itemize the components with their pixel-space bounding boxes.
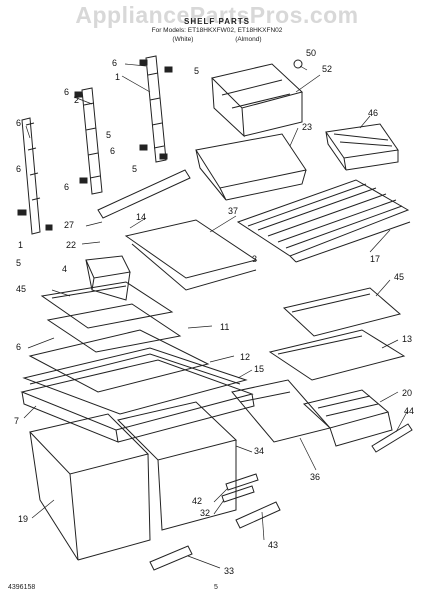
callout-6f: 6 xyxy=(64,182,69,192)
watermark: AppliancePartsPros.com xyxy=(75,2,359,28)
page-number: 5 xyxy=(214,584,218,591)
callout-6e: 6 xyxy=(16,164,21,174)
callout-6a: 6 xyxy=(112,58,117,68)
shelf-frame-right-45 xyxy=(282,287,402,337)
callout-42: 43 xyxy=(268,540,278,550)
glass-shelf-11 xyxy=(28,329,210,393)
doc-number: 4396158 xyxy=(8,584,36,591)
callout-5b: 5 xyxy=(106,130,111,140)
shelf-trim-bar xyxy=(97,169,191,219)
callout-43: 33 xyxy=(224,566,234,576)
diagram-title: SHELF PARTS xyxy=(184,17,250,26)
callout-46: 46 xyxy=(368,108,378,118)
callout-34: 34 xyxy=(254,446,264,456)
wire-shelf xyxy=(236,179,411,263)
callout-45b: 45 xyxy=(394,272,404,282)
utility-bin xyxy=(85,255,131,301)
callout-9: 7 xyxy=(14,416,19,426)
callout-20: 20 xyxy=(402,388,412,398)
callout-7: 6 xyxy=(16,342,21,352)
callout-52: 52 xyxy=(322,64,332,74)
callout-50: 50 xyxy=(306,48,316,58)
callout-4: 4 xyxy=(62,264,67,274)
shelf-frame-13 xyxy=(22,347,248,415)
callout-19: 19 xyxy=(18,514,28,524)
callout-36: 42 xyxy=(192,496,202,506)
left-rail-strip xyxy=(21,117,41,235)
callout-44: 44 xyxy=(404,406,414,416)
ice-tray xyxy=(325,123,399,171)
screw xyxy=(293,59,303,69)
callout-14: 14 xyxy=(136,212,146,222)
callout-27: 27 xyxy=(64,220,74,230)
glass-insert-7 xyxy=(46,303,182,353)
callout-17: 17 xyxy=(370,254,380,264)
trim-strip-43 xyxy=(149,545,193,571)
callout-6b: 6 xyxy=(64,87,69,97)
trim-strip-32 xyxy=(221,485,255,503)
dairy-door-cover xyxy=(211,63,304,138)
callout-11: 11 xyxy=(220,322,229,332)
model-numbers: For Models: ET18HKXFW02, ET18HKXFN02 xyxy=(151,27,283,34)
deli-bin xyxy=(195,133,307,201)
meat-drawer-20 xyxy=(302,389,393,447)
finish-white: (White) xyxy=(172,36,194,43)
finish-almond: (Almond) xyxy=(235,36,262,43)
callout-6c: 6 xyxy=(110,146,115,156)
callout-37: 37 xyxy=(228,206,238,216)
callout-23: 23 xyxy=(302,122,312,132)
cover-tray-15 xyxy=(231,379,331,443)
callout-45a: 45 xyxy=(16,284,26,294)
callout-22: 22 xyxy=(66,240,76,250)
callout-6d: 6 xyxy=(16,118,21,128)
callout-5d: 5 xyxy=(16,258,21,268)
crisper-drawer-left xyxy=(29,413,151,561)
callout-33: 36 xyxy=(310,472,320,482)
callout-15: 15 xyxy=(254,364,264,374)
callout-1b: 1 xyxy=(18,240,23,250)
callout-2: 2 xyxy=(74,95,79,105)
shelf-frame-45 xyxy=(40,281,174,329)
middle-rail-strip xyxy=(81,87,103,195)
trim-strip-42 xyxy=(235,501,281,529)
crisper-drawer-right xyxy=(117,401,237,531)
finish-labels: (White) (Almond) xyxy=(0,36,434,43)
callout-5a: 5 xyxy=(194,66,199,76)
shelf-frame-12 xyxy=(268,329,406,381)
callout-1a: 1 xyxy=(115,72,120,82)
shelf-frame-9 xyxy=(20,359,255,443)
callout-3: 3 xyxy=(252,254,257,264)
callout-13: 12 xyxy=(240,352,250,362)
callout-12: 13 xyxy=(402,334,412,344)
callout-5c: 5 xyxy=(132,164,137,174)
callout-32: 32 xyxy=(200,508,210,518)
trim-strip-36 xyxy=(225,473,259,491)
right-rail-strip xyxy=(145,55,167,163)
glass-shelf-small xyxy=(124,219,258,291)
